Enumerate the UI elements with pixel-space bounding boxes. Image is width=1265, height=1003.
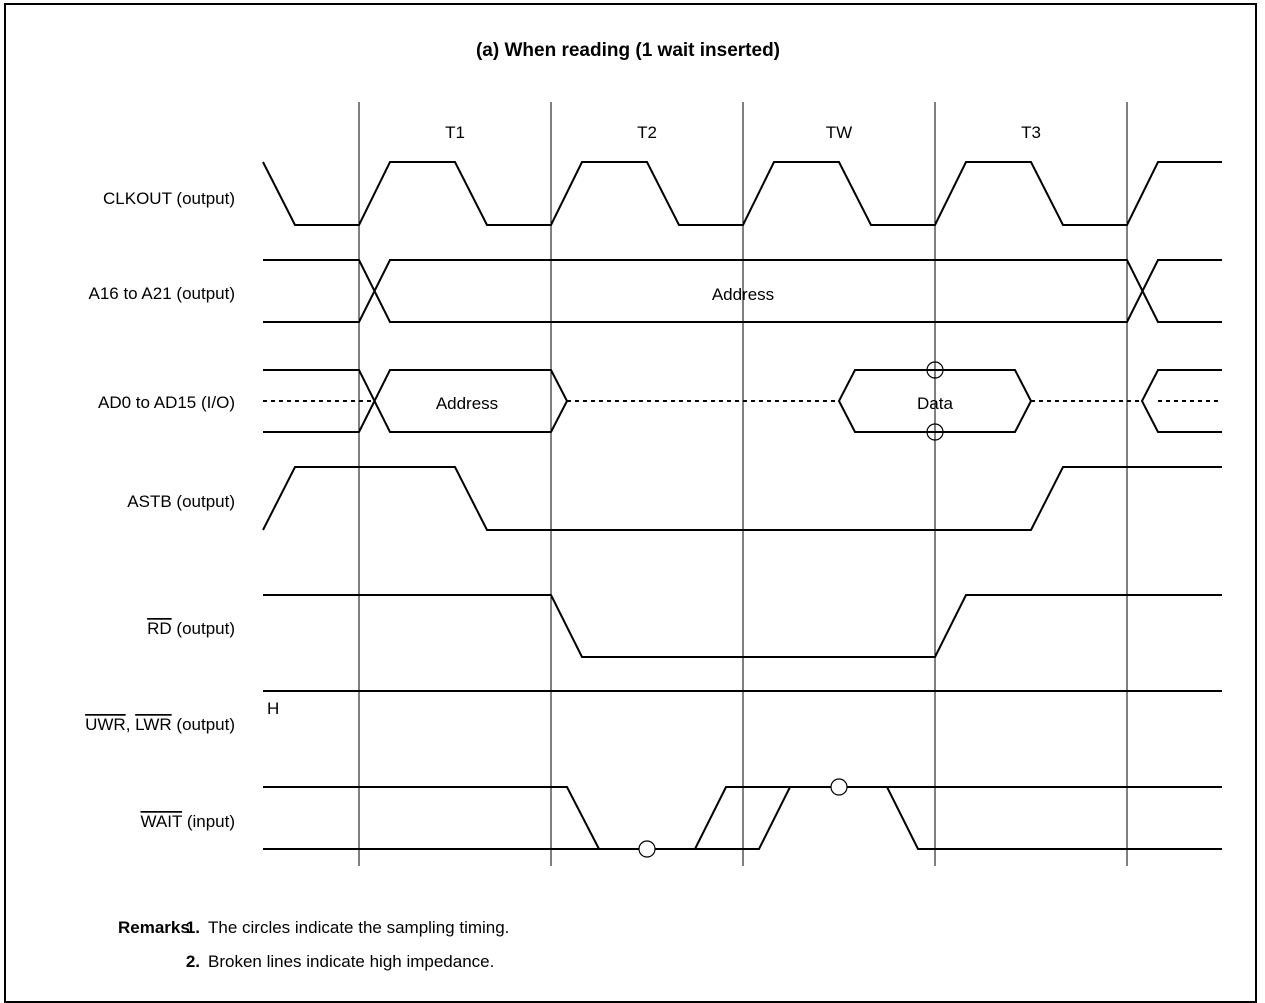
diagram-title: (a) When reading (1 wait inserted)	[476, 40, 780, 61]
uwr-lwr-level-label: H	[267, 699, 279, 718]
signal-label-a16-a21: A16 to A21 (output)	[88, 284, 235, 303]
remarks-heading: Remarks	[118, 918, 190, 937]
rd-waveform	[263, 594, 1222, 658]
signal-label-clkout: CLKOUT (output)	[103, 189, 235, 208]
period-label-t2: T2	[637, 123, 657, 142]
remark-number: 1.	[185, 918, 200, 937]
a16-a21-waveform	[263, 259, 1222, 323]
sampling-circle-wait-low	[638, 840, 656, 858]
astb-waveform	[262, 466, 1222, 531]
clkout-waveform	[262, 161, 1222, 226]
ad-address-label: Address	[436, 394, 498, 413]
ad-data-label: Data	[917, 394, 953, 413]
period-gridlines	[358, 102, 1128, 866]
signal-label-astb: ASTB (output)	[127, 492, 235, 511]
period-label-tw: TW	[826, 123, 852, 142]
a16-address-label: Address	[712, 285, 774, 304]
remark-text: The circles indicate the sampling timing…	[208, 918, 510, 937]
signal-label-uwr-lwr: UWR, LWR (output)	[85, 715, 235, 734]
period-label-t3: T3	[1021, 123, 1041, 142]
ad0-ad15-waveform	[263, 369, 1222, 433]
remark-text: Broken lines indicate high impedance.	[208, 952, 495, 971]
signal-label-wait: WAIT (input)	[141, 812, 235, 831]
period-label-t1: T1	[445, 123, 465, 142]
remark-number: 2.	[185, 952, 200, 971]
signal-label-rd: RD (output)	[147, 619, 235, 638]
sampling-circle-wait-high	[830, 778, 848, 796]
signal-label-ad0-ad15: AD0 to AD15 (I/O)	[98, 393, 235, 412]
ad-sampling-circles	[926, 361, 944, 441]
